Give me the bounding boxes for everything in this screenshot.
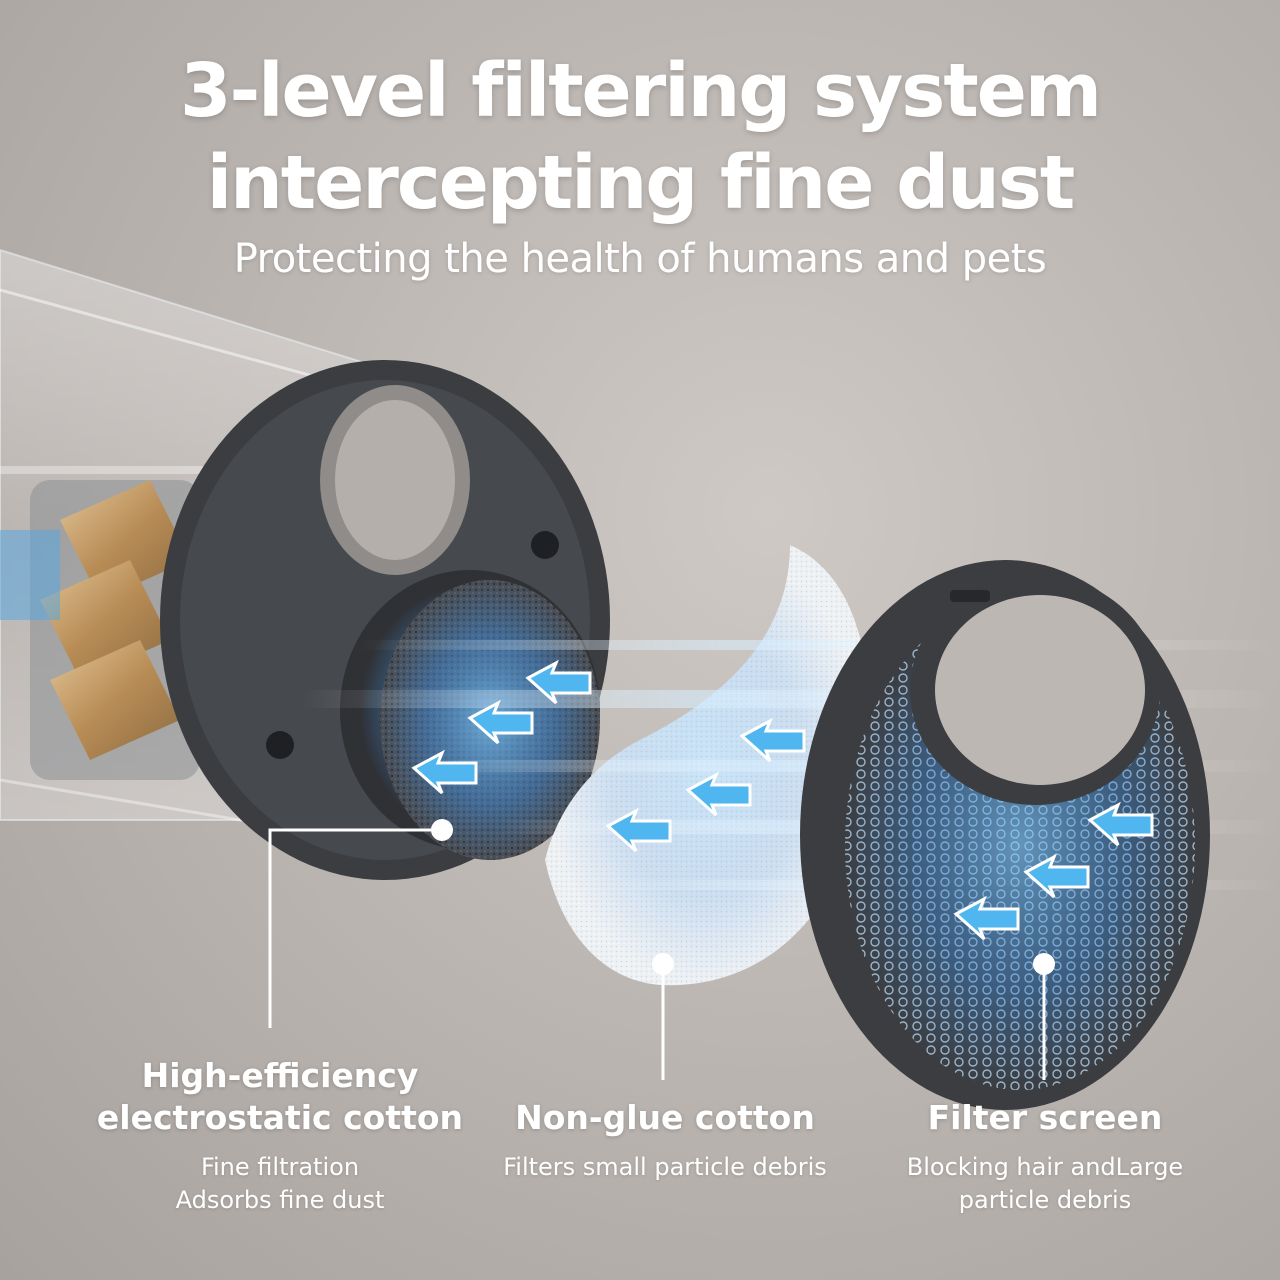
arrow-icon [525, 659, 592, 705]
filter-title: Non-glue cotton [470, 1097, 860, 1139]
filter-title: Filter screen [870, 1097, 1220, 1139]
filter-label-electrostatic-cotton: High-efficiency electrostatic cotton Fin… [80, 1055, 480, 1217]
arrow-icon [467, 699, 534, 745]
arrow-icon [411, 749, 478, 795]
filter-title-line: High-efficiency [141, 1056, 419, 1095]
filter-label-non-glue-cotton: Non-glue cotton Filters small particle d… [470, 1097, 860, 1184]
filter-label-filter-screen: Filter screen Blocking hair andLarge par… [870, 1097, 1220, 1217]
filter-desc-line: particle debris [958, 1186, 1132, 1214]
filter-desc-line: Adsorbs fine dust [175, 1186, 385, 1214]
airflow-arrows [411, 659, 1154, 941]
filter-description: Blocking hair andLarge particle debris [870, 1151, 1220, 1217]
filter-title-line: Filter screen [927, 1098, 1163, 1137]
callout-1 [268, 819, 453, 1028]
filter-desc-line: Blocking hair andLarge [906, 1153, 1184, 1181]
filter-description: Filters small particle debris [470, 1151, 860, 1184]
headline-line-1: 3-level filtering system [179, 48, 1102, 134]
headline-line-2: intercepting fine dust [206, 140, 1076, 226]
arrow-icon [739, 717, 806, 763]
filter-screen [800, 560, 1210, 1110]
callout-2 [652, 953, 674, 1080]
filter-title: High-efficiency electrostatic cotton [80, 1055, 480, 1139]
headline-subtitle: Protecting the health of humans and pets [233, 236, 1047, 282]
arrow-icon [1023, 853, 1090, 899]
filter-description: Fine filtration Adsorbs fine dust [80, 1151, 480, 1217]
filter-desc-line: Filters small particle debris [503, 1153, 827, 1181]
callout-3 [1033, 953, 1055, 1080]
filter-title-line: Non-glue cotton [515, 1098, 815, 1137]
filter-desc-line: Fine filtration [200, 1153, 360, 1181]
arrow-icon [605, 807, 672, 853]
motor-coils [0, 480, 200, 780]
arrow-icon [1087, 801, 1154, 847]
arrow-icon [685, 771, 752, 817]
filter-title-line: electrostatic cotton [96, 1098, 464, 1137]
arrow-icon [953, 895, 1020, 941]
